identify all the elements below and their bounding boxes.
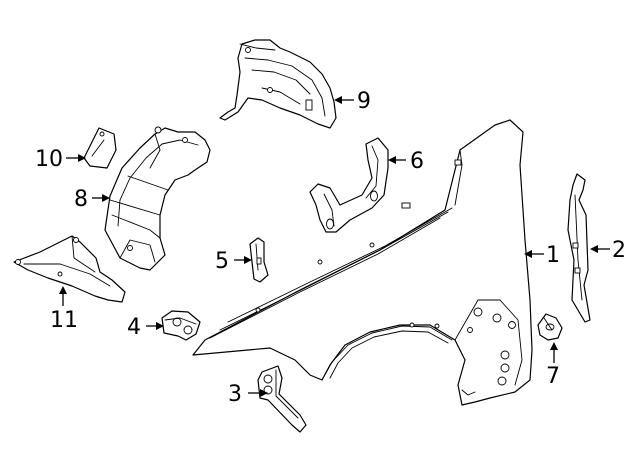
callout-5: 5 [215, 249, 229, 274]
part-2-bracket [567, 173, 591, 323]
callout-7: 7 [546, 364, 560, 389]
callout-6: 6 [410, 149, 424, 174]
part-3-bracket [257, 365, 307, 433]
callout-1: 1 [546, 243, 560, 268]
part-10-panel [83, 127, 117, 169]
callout-9: 9 [357, 89, 371, 114]
callout-8: 8 [74, 187, 88, 212]
callout-11: 11 [50, 308, 78, 333]
callout-4: 4 [127, 315, 141, 340]
part-4-bracket [161, 310, 201, 341]
part-11-shield [13, 235, 126, 303]
part-8-liner [104, 126, 211, 271]
part-7-clip [537, 313, 563, 341]
part-6-support [309, 137, 389, 233]
part-1-fender [192, 119, 533, 406]
leader-lines [59, 96, 610, 397]
part-5-bracket [249, 237, 269, 283]
part-9-liner [219, 39, 337, 129]
callout-10: 10 [35, 147, 63, 172]
callout-2: 2 [612, 238, 626, 263]
callout-3: 3 [228, 382, 242, 407]
